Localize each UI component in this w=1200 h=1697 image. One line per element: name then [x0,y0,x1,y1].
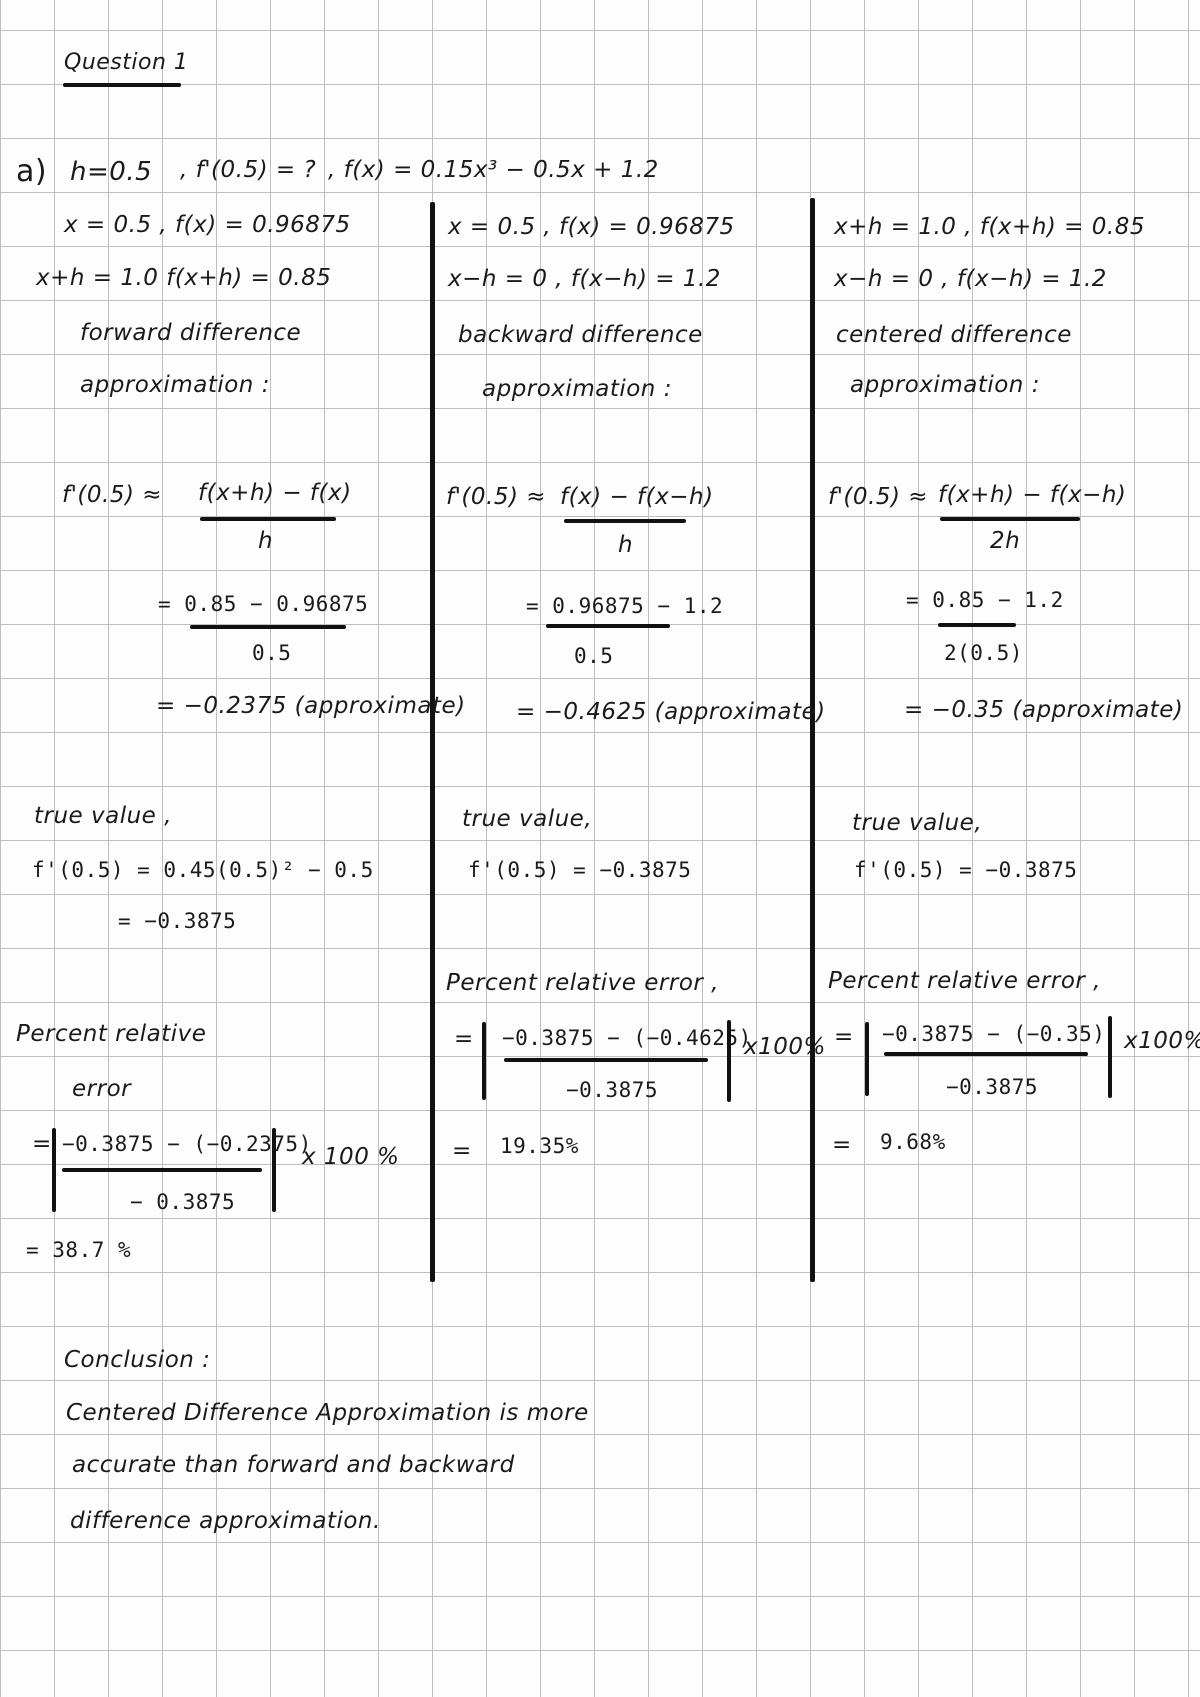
forward-substitution-bar [190,625,346,629]
forward-abs-right [272,1128,276,1212]
conclusion-heading: Conclusion : [64,1347,211,1373]
forward-given-x: x = 0.5 , f(x) = 0.96875 [64,212,351,238]
forward-error-multiplier: x 100 % [302,1144,400,1170]
backward-true-formula: f'(0.5) = −0.3875 [468,858,692,882]
centered-error-denominator: −0.3875 [946,1075,1039,1099]
forward-formula-denominator: h [258,528,274,554]
forward-error-equals: = [32,1131,52,1157]
centered-error-result: 9.68% [880,1130,946,1154]
centered-true-label: true value, [852,810,983,836]
centered-substitution-denominator: 2(0.5) [944,641,1023,665]
centered-abs-left [865,1022,869,1096]
backward-substitution-denominator: 0.5 [574,644,614,668]
forward-formula-lhs: f'(0.5) ≈ [62,482,163,508]
centered-true-formula: f'(0.5) = −0.3875 [854,858,1078,882]
centered-method-title: centered difference [836,322,1072,348]
forward-formula-numerator: f(x+h) − f(x) [198,480,352,506]
forward-result: = −0.2375 (approximate) [156,693,466,719]
column-divider-1 [430,202,435,1282]
backward-method-subtitle: approximation : [482,376,672,402]
forward-given-xh: x+h = 1.0 f(x+h) = 0.85 [36,265,332,291]
forward-error-numerator: −0.3875 − (−0.2375) [62,1132,312,1156]
centered-error-equals: = [834,1024,854,1050]
forward-true-label: true value , [34,803,172,829]
function-definition: , f(x) = 0.15x³ − 0.5x + 1.2 [328,157,659,183]
centered-given-xh: x+h = 1.0 , f(x+h) = 0.85 [834,214,1145,240]
forward-error-bar [62,1168,262,1172]
backward-true-label: true value, [462,806,593,832]
conclusion-line-1: Centered Difference Approximation is mor… [66,1400,589,1426]
conclusion-line-3: difference approximation. [70,1508,381,1534]
forward-error-label: Percent relative [16,1021,207,1047]
backward-error-result-equals: = [452,1138,472,1164]
unknown-derivative: , f'(0.5) = ? [180,157,317,183]
forward-substitution-denominator: 0.5 [252,641,292,665]
forward-abs-left [52,1128,56,1212]
column-divider-2 [810,198,815,1282]
centered-given-x-minus-h: x−h = 0 , f(x−h) = 1.2 [834,266,1107,292]
backward-error-denominator: −0.3875 [566,1078,659,1102]
centered-formula-denominator: 2h [990,528,1021,554]
step-size: h=0.5 [70,157,153,187]
backward-error-equals: = [454,1026,474,1052]
centered-method-subtitle: approximation : [850,372,1040,398]
centered-error-bar [884,1052,1088,1056]
backward-formula-numerator: f(x) − f(x−h) [560,484,714,510]
backward-abs-left [482,1022,486,1100]
forward-substitution-numerator: = 0.85 − 0.96875 [158,592,369,616]
title-underline [63,83,181,87]
backward-method-title: backward difference [458,322,703,348]
centered-result: = −0.35 (approximate) [904,697,1184,723]
centered-formula-numerator: f(x+h) − f(x−h) [938,482,1127,508]
centered-abs-right [1108,1016,1112,1098]
centered-error-result-equals: = [832,1132,852,1158]
backward-error-numerator: −0.3875 − (−0.4625) [502,1026,752,1050]
backward-substitution-bar [546,624,670,628]
page-title: Question 1 [64,50,189,75]
centered-formula-lhs: f'(0.5) ≈ [828,484,929,510]
forward-error-label-2: error [72,1076,132,1102]
backward-formula-denominator: h [618,532,634,558]
forward-fraction-bar [200,517,336,521]
backward-error-bar [504,1058,708,1062]
backward-substitution-numerator: = 0.96875 − 1.2 [526,594,724,618]
centered-substitution-bar [938,623,1016,627]
centered-error-multiplier: x100% [1124,1028,1200,1054]
forward-error-denominator: − 0.3875 [130,1190,236,1214]
backward-formula-lhs: f'(0.5) ≈ [446,484,547,510]
backward-given-x: x = 0.5 , f(x) = 0.96875 [448,214,735,240]
backward-error-label: Percent relative error , [446,970,719,996]
backward-result: = −0.4625 (approximate) [516,699,826,725]
centered-error-label: Percent relative error , [828,968,1101,994]
centered-fraction-bar [940,517,1080,521]
backward-fraction-bar [564,519,686,523]
centered-substitution-numerator: = 0.85 − 1.2 [906,588,1064,612]
forward-method-title: forward difference [80,320,302,346]
backward-error-result: 19.35% [500,1134,579,1158]
backward-given-xh: x−h = 0 , f(x−h) = 1.2 [448,266,721,292]
forward-true-formula: f'(0.5) = 0.45(0.5)² − 0.5 [32,858,374,882]
part-label: a) [16,154,48,189]
centered-error-numerator: −0.3875 − (−0.35) [882,1022,1106,1046]
forward-error-result: = 38.7 % [26,1238,132,1262]
forward-true-result: = −0.3875 [118,909,237,933]
backward-abs-right [727,1020,731,1102]
backward-error-multiplier: x100% [744,1034,826,1060]
conclusion-line-2: accurate than forward and backward [72,1452,515,1478]
forward-method-subtitle: approximation : [80,372,270,398]
